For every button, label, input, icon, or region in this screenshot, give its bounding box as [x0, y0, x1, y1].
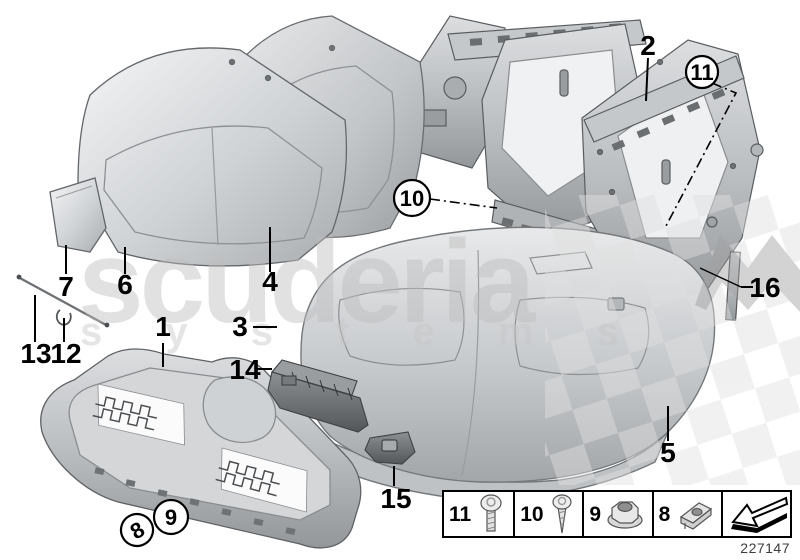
legend-num-11: 11 — [449, 502, 472, 526]
svg-text:9: 9 — [165, 505, 177, 530]
legend-item-11: 11 — [444, 492, 513, 536]
callout-2: 2 — [640, 30, 656, 61]
legend-item-9: 9 — [582, 492, 651, 536]
watermark-logo-shape — [695, 235, 800, 312]
insert-piece-part15 — [364, 431, 416, 465]
drawing-number: 227147 — [740, 540, 790, 556]
callout-circle-11: 11 — [684, 54, 720, 90]
callout-6: 6 — [117, 269, 133, 300]
svg-text:8: 8 — [126, 517, 149, 545]
side-trim-part7 — [49, 177, 107, 253]
callout-14: 14 — [229, 354, 261, 385]
callout-3: 3 — [232, 311, 248, 342]
callout-12: 12 — [50, 338, 81, 369]
legend-num-9: 9 — [589, 502, 602, 526]
watermark: scuderia s y s t e m s — [78, 195, 800, 485]
backrest-cover-left-part6 — [77, 47, 348, 267]
clip-nut-icon — [680, 502, 713, 530]
circled-callouts: 10 11 9 8 — [119, 54, 720, 548]
clip-part12 — [55, 309, 72, 326]
callout-16: 16 — [749, 272, 780, 303]
mounting-rail-part14 — [267, 359, 369, 433]
legend-num-10: 10 — [520, 502, 544, 526]
fitting-direction-arrow-icon — [730, 496, 788, 533]
hex-flange-nut-icon — [607, 501, 643, 529]
callout-5: 5 — [660, 437, 676, 468]
watermark-brand-text: scuderia — [78, 216, 537, 348]
torx-machine-screw-icon — [480, 494, 502, 532]
leader-lines — [34, 57, 753, 486]
callout-circle-8: 8 — [119, 512, 155, 548]
legend-item-arrow — [720, 492, 790, 536]
legend-item-8: 8 — [651, 492, 721, 536]
watermark-subtitle-text: s y s t e m s — [80, 310, 645, 354]
callout-15: 15 — [380, 483, 411, 514]
callout-13: 13 — [20, 338, 51, 369]
rod-part13 — [16, 274, 110, 328]
fastener-legend: 11 10 9 8 — [442, 490, 792, 538]
legend-item-10: 10 — [513, 492, 582, 536]
svg-text:11: 11 — [690, 60, 713, 85]
callout-circle-10: 10 — [392, 178, 432, 218]
self-tapping-screw-icon — [551, 494, 572, 534]
callout-1: 1 — [155, 311, 171, 342]
svg-text:10: 10 — [400, 186, 424, 211]
legend-num-8: 8 — [658, 502, 671, 526]
callout-4: 4 — [262, 266, 278, 297]
callout-7: 7 — [58, 271, 74, 302]
callout-circle-9: 9 — [152, 498, 190, 536]
watermark-checker-flag — [545, 195, 800, 485]
